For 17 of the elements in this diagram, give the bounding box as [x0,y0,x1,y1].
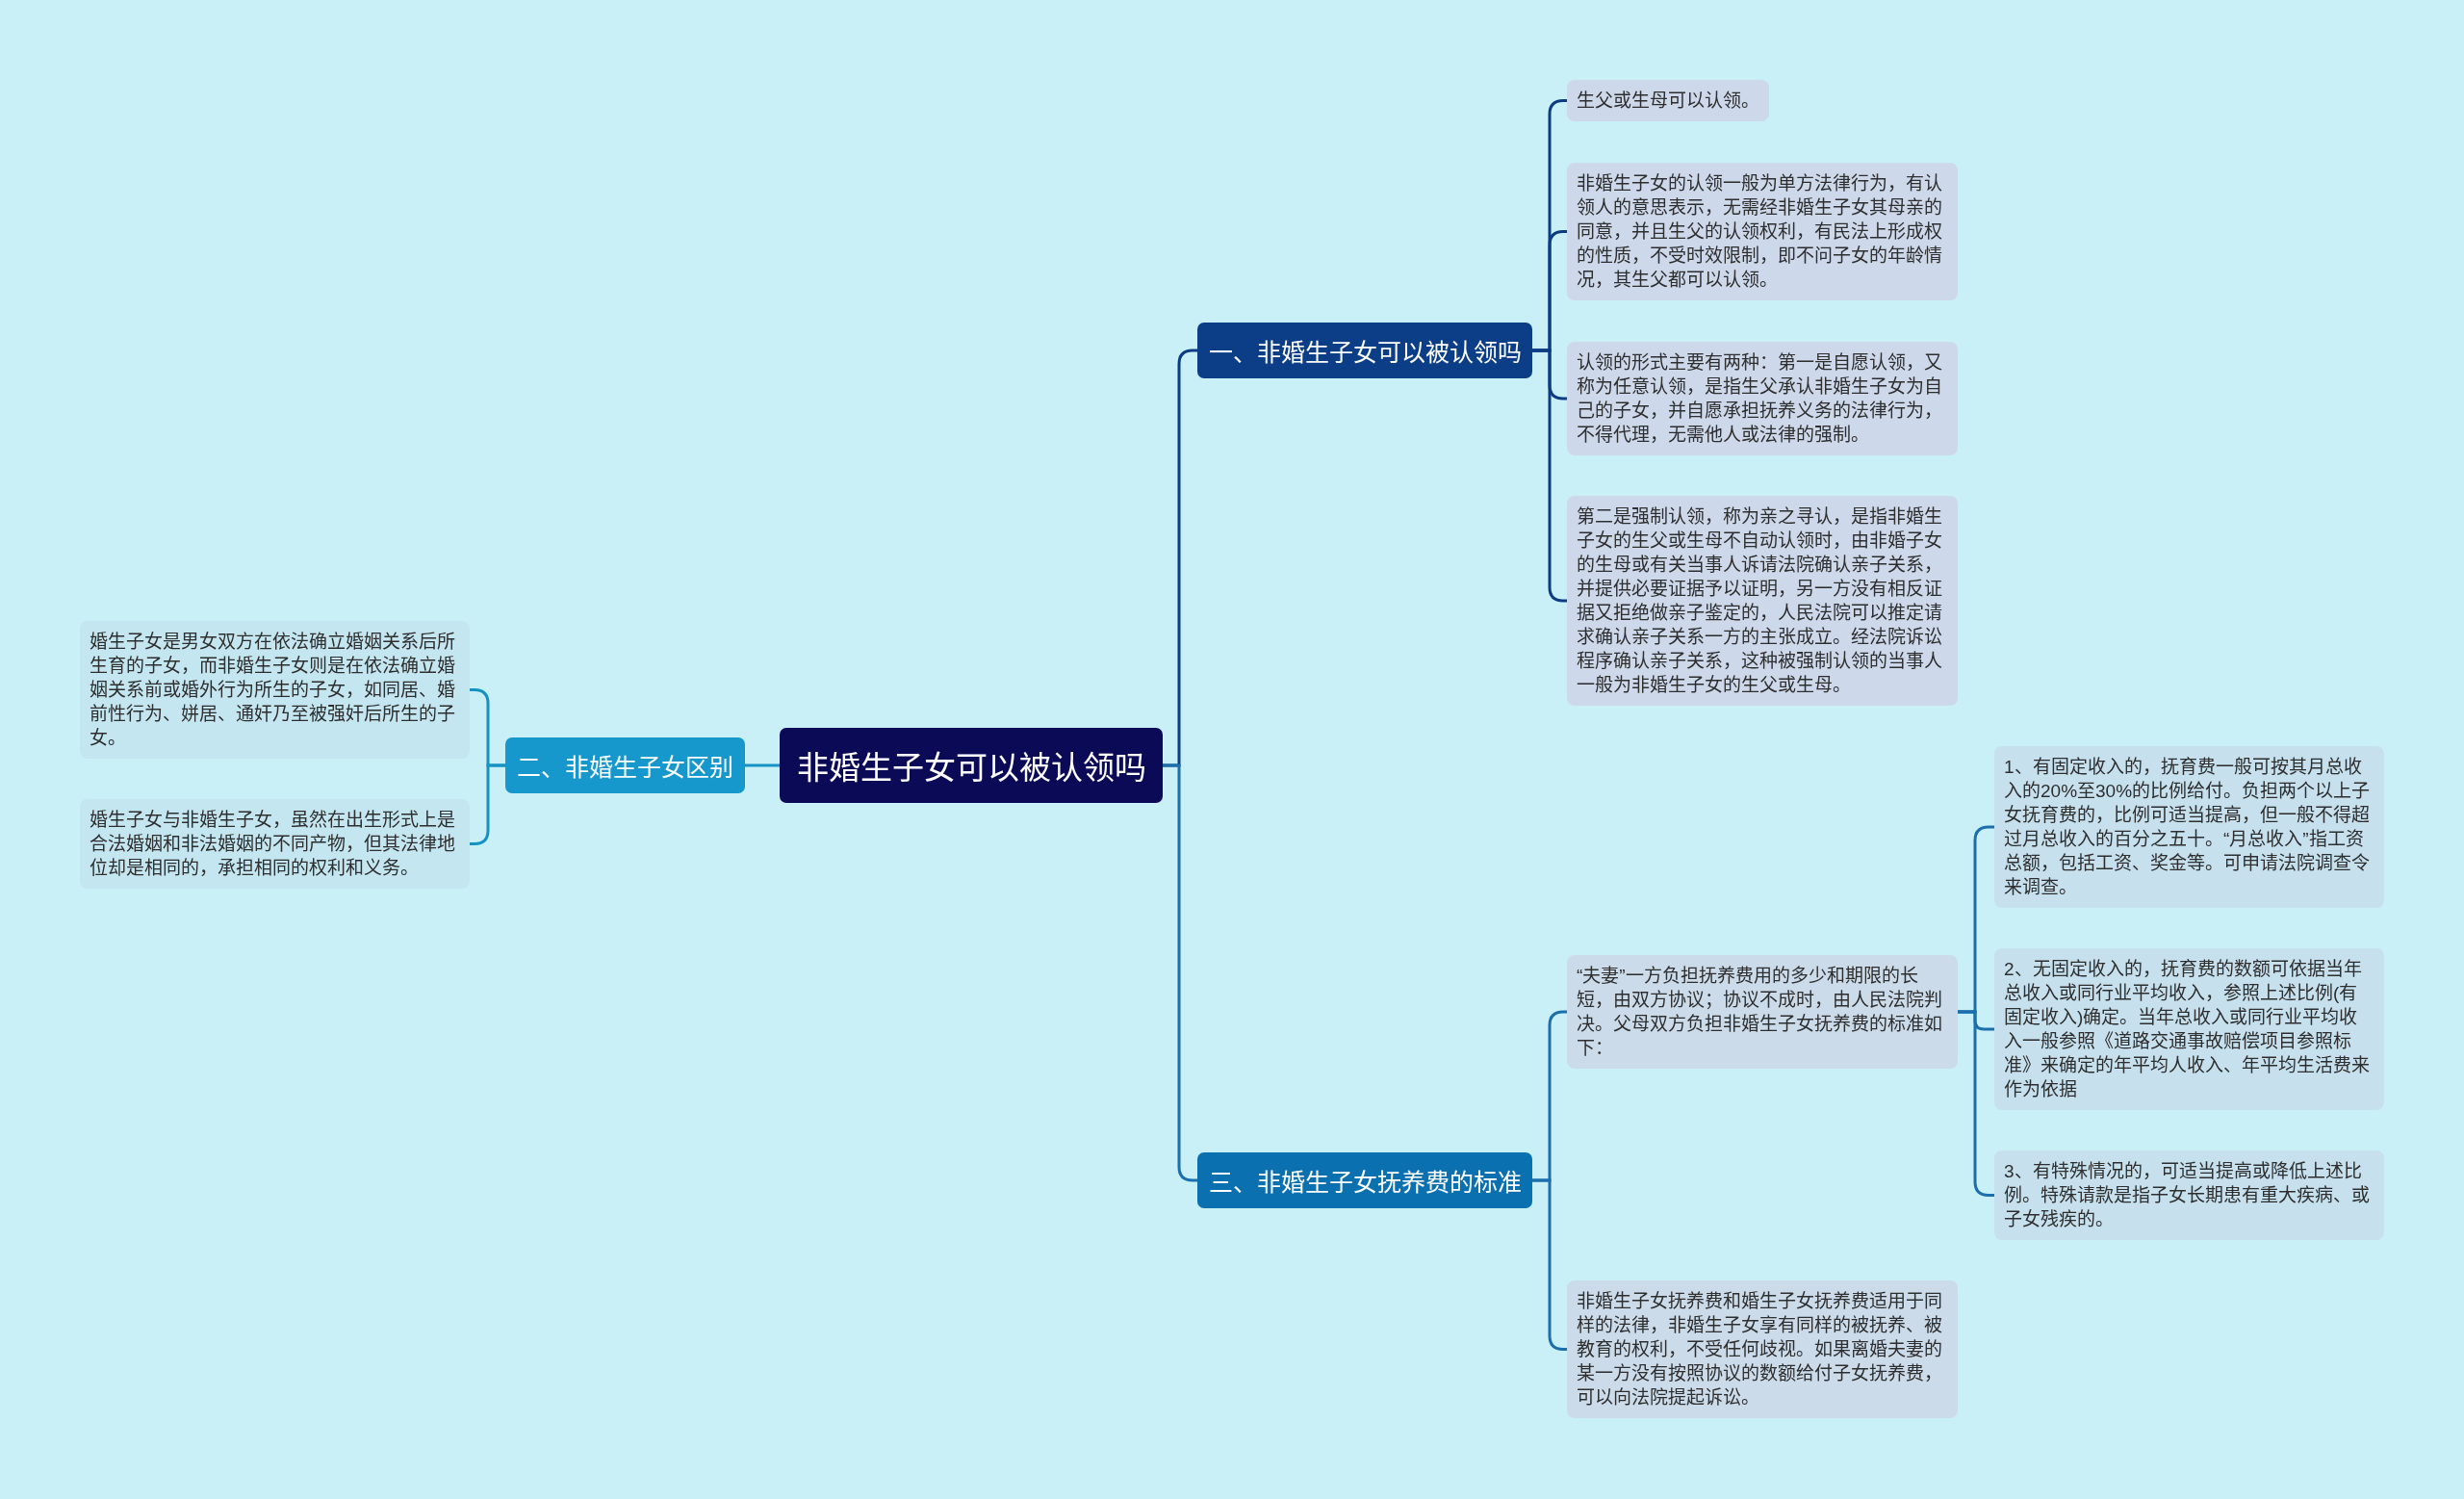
note-box: 第二是强制认领，称为亲之寻认，是指非婚生子女的生父或生母不自动认领时，由非婚子女的生母或有关当事人诉请法院确认亲子关系，并提供必要证据予以证明，另一方没有相反证据又拒绝做亲子鉴定的，人民法院可以推定请求确认亲子关系一方的主张成立。经法院诉讼程序确认亲子关系，这种被强制认领的当事人一般为非婚生子女的生父或生母。 [1567,496,1958,706]
note-box: 认领的形式主要有两种：第一是自愿认领，又称为任意认领，是指生父承认非婚生子女为自己的子女，并自愿承担抚养义务的法律行为，不得代理，无需他人或法律的强制。 [1567,342,1958,455]
central-topic-box: 非婚生子女可以被认领吗 [780,728,1163,803]
note-box: 生父或生母可以认领。 [1567,80,1769,121]
note-box: 非婚生子女的认领一般为单方法律行为，有认领人的意思表示，无需经非婚生子女其母亲的同意，并且生父的认领权利，有民法上形成权的性质，不受时效限制，即不问子女的年龄情况，其生父都可以认领。 [1567,163,1958,300]
connector-line [745,763,780,767]
note-box: “夫妻”一方负担抚养费用的多少和期限的长短，由双方协议；协议不成时，由人民法院判决。父母双方负担非婚生子女抚养费的标准如下： [1567,955,1958,1069]
note-box: 婚生子女是男女双方在依法确立婚姻关系后所生育的子女，而非婚生子女则是在依法确立婚姻关系前或婚外行为所生的子女，如同居、婚前性行为、姘居、通奸乃至被强奸后所生的子女。 [80,621,470,759]
topic-box: 二、非婚生子女区别 [505,737,745,793]
topic-box: 三、非婚生子女抚养费的标准 [1197,1152,1532,1208]
topic-box: 一、非婚生子女可以被认领吗 [1197,323,1532,378]
note-box: 2、无固定收入的，抚育费的数额可依据当年总收入或同行业平均收入，参照上述比例(有固定收入)确定。当年总收入或同行业平均收入一般参照《道路交通事故赔偿项目参照标准》来确定的年平均人收入、年平均生活费来作为依据 [1994,948,2384,1110]
note-box: 3、有特殊情况的，可适当提高或降低上述比例。特殊请款是指子女长期患有重大疾病、或子女残疾的。 [1994,1150,2384,1240]
note-box: 婚生子女与非婚生子女，虽然在出生形式上是合法婚姻和非法婚姻的不同产物，但其法律地位却是相同的，承担相同的权利和义务。 [80,799,470,889]
note-box: 非婚生子女抚养费和婚生子女抚养费适用于同样的法律，非婚生子女享有同样的被抚养、被教育的权利，不受任何歧视。如果离婚夫妻的某一方没有按照协议的数额给付子女抚养费，可以向法院提起诉讼。 [1567,1280,1958,1418]
note-box: 1、有固定收入的，抚育费一般可按其月总收入的20%至30%的比例给付。负担两个以上子女抚育费的，比例可适当提高，但一般不得超过月总收入的百分之五十。“月总收入”指工资总额，包括工资、奖金等。可申请法院调查令来调查。 [1994,746,2384,908]
connector-line [470,763,505,845]
